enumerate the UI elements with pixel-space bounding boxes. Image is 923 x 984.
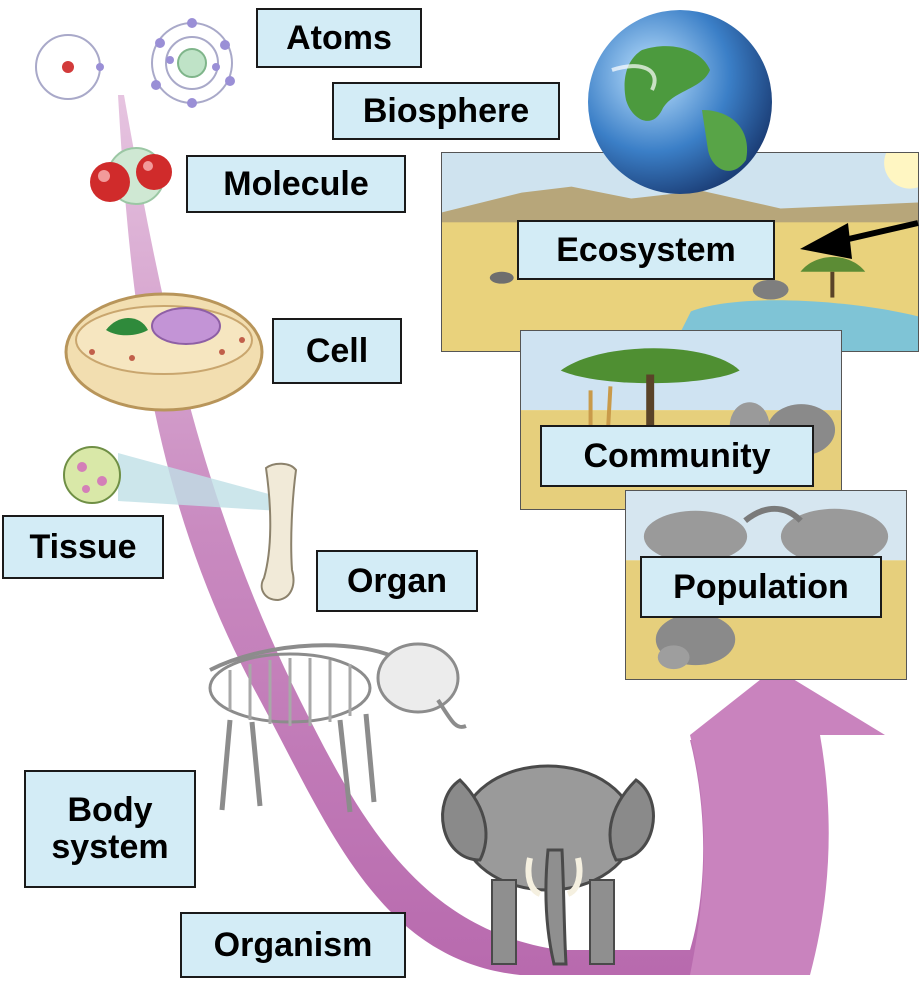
ecosystem-label: Ecosystem bbox=[517, 220, 775, 280]
community-label: Community bbox=[540, 425, 814, 487]
pointer-arrow-icon bbox=[800, 215, 920, 275]
organ-label: Organ bbox=[316, 550, 478, 612]
elephant-icon bbox=[430, 740, 670, 970]
globe-icon bbox=[582, 10, 782, 210]
molecule-icon bbox=[78, 140, 198, 220]
atom-icon bbox=[20, 15, 260, 135]
tissue-label: Tissue bbox=[2, 515, 164, 579]
organism-label: Organism bbox=[180, 912, 406, 978]
cell-icon bbox=[62, 290, 272, 420]
bone-icon bbox=[252, 460, 312, 610]
atoms-label: Atoms bbox=[256, 8, 422, 68]
rising-arrow bbox=[690, 668, 885, 975]
biosphere-label: Biosphere bbox=[332, 82, 560, 140]
body-system-line2: system bbox=[51, 829, 168, 866]
molecule-label: Molecule bbox=[186, 155, 406, 213]
body-system-line1: Body bbox=[68, 792, 153, 829]
body-system-label: Body system bbox=[24, 770, 196, 888]
population-label: Population bbox=[640, 556, 882, 618]
cell-label: Cell bbox=[272, 318, 402, 384]
